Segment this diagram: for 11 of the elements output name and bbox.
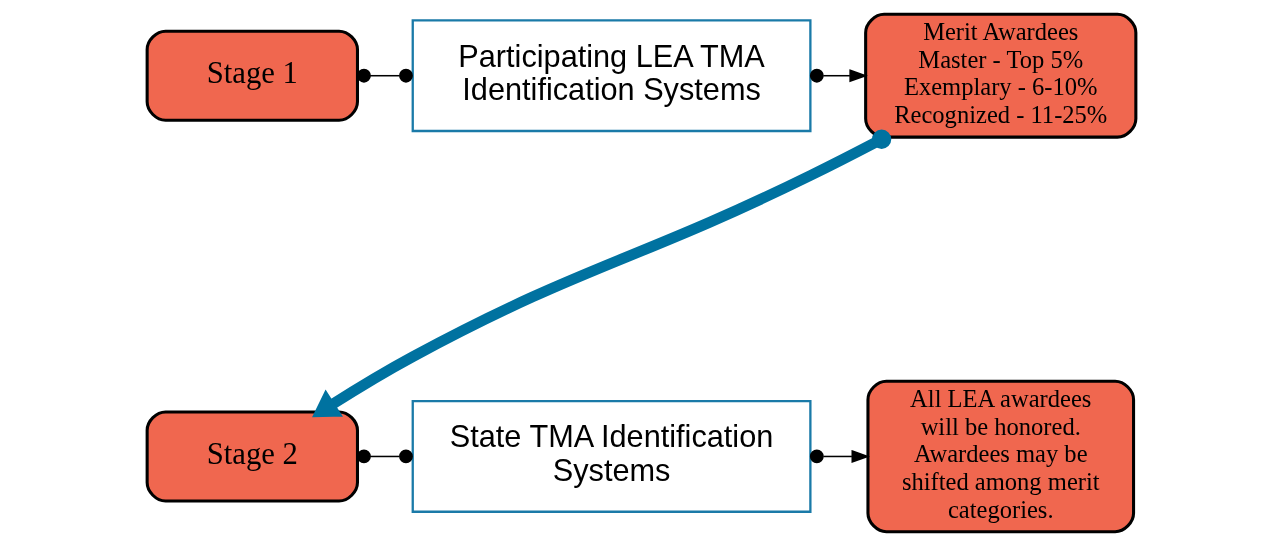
arrow [809,68,868,83]
connector [357,68,413,83]
node-box: Participating LEA TMA Identification Systems [411,19,812,133]
node-box: State TMA Identification Systems [411,400,812,513]
arrow [312,129,892,418]
arrow [809,449,870,464]
node-box: Stage 2 [145,410,359,503]
connector [357,449,413,464]
node-box: Stage 1 [145,29,359,122]
node-box: Merit Awardees Master - Top 5% Exemplary - 6-10% Recognized - 11-25% [864,12,1138,139]
node-box: All LEA awardees will be honored. Awardees may be shifted among merit categories. [866,379,1136,534]
